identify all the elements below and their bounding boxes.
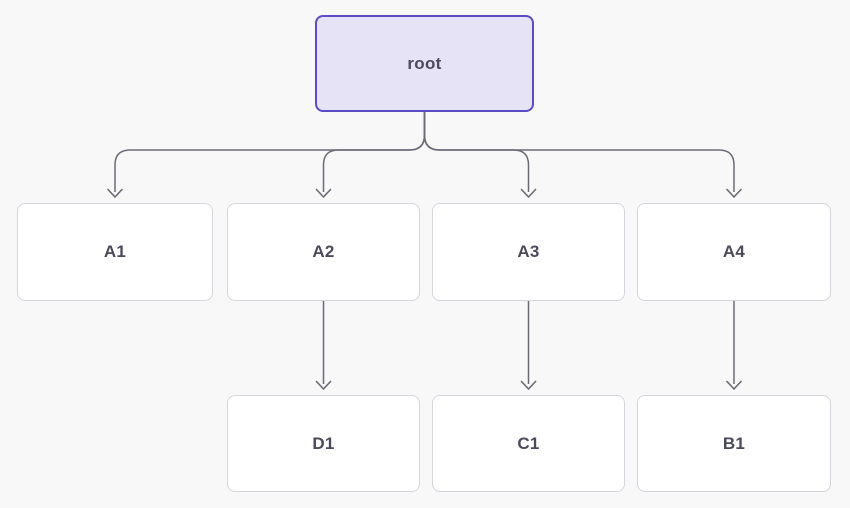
arrowhead-icon <box>726 188 742 198</box>
node-label: C1 <box>517 433 540 453</box>
node-b1[interactable]: B1 <box>637 395 831 492</box>
arrowhead-icon <box>315 380 332 390</box>
edge-a4-b1 <box>726 301 742 390</box>
node-a1[interactable]: A1 <box>17 203 213 301</box>
node-label: A3 <box>517 242 540 261</box>
arrowhead-icon <box>520 380 537 390</box>
node-a2[interactable]: A2 <box>227 203 420 301</box>
edge-root-a2 <box>315 112 426 198</box>
node-label: B1 <box>722 433 746 453</box>
edge-root-a3 <box>423 112 537 198</box>
edge-a2-d1 <box>315 301 332 390</box>
node-label: A4 <box>722 242 746 261</box>
node-label: D1 <box>312 433 335 453</box>
node-c1[interactable]: C1 <box>432 395 625 492</box>
node-a4[interactable]: A4 <box>637 203 831 301</box>
node-label: root <box>407 53 442 73</box>
edge-root-a1 <box>107 112 426 198</box>
arrowhead-icon <box>726 380 742 390</box>
node-label: A1 <box>103 242 127 261</box>
arrowhead-icon <box>107 188 123 198</box>
edge-a3-c1 <box>520 301 537 390</box>
node-root[interactable]: root <box>315 15 534 112</box>
node-a3[interactable]: A3 <box>432 203 625 301</box>
edge-root-a4 <box>423 112 742 198</box>
node-d1[interactable]: D1 <box>227 395 420 492</box>
node-label: A2 <box>312 242 335 261</box>
arrowhead-icon <box>520 188 537 198</box>
arrowhead-icon <box>315 188 332 198</box>
